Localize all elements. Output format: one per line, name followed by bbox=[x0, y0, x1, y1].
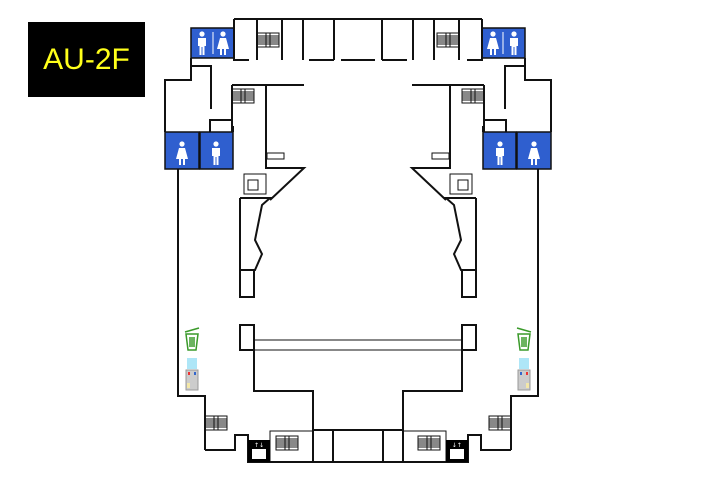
floor-label: AU-2F bbox=[28, 22, 145, 97]
bridge bbox=[254, 339, 462, 351]
